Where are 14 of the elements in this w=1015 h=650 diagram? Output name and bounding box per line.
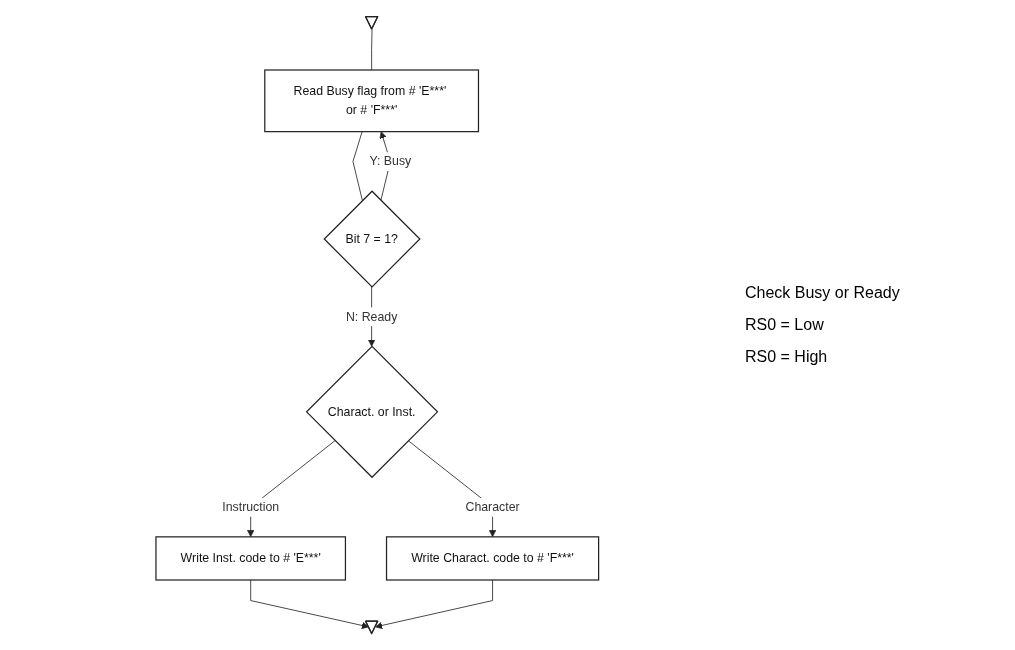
node-box: Read Busy flag from # 'E***' or # 'F***' [264, 69, 480, 133]
node-diamond: Charact. or Inst. [305, 345, 439, 479]
node-box: Write Charact. code to # 'F***' [386, 536, 600, 581]
edge-label: N: Ready [346, 309, 398, 323]
note-label: Check Busy or Ready [745, 284, 900, 302]
connector [352, 131, 363, 201]
connector [371, 28, 373, 71]
note-label: RS0 = High [745, 348, 828, 366]
node-box: Write Inst. code to # 'E***' [155, 536, 347, 581]
node-diamond: Bit 7 = 1? [323, 190, 421, 288]
edge-label: Character [465, 499, 520, 514]
note-label: RS0 = Low [745, 316, 824, 334]
edge-label: Y: Busy [369, 153, 412, 168]
edge-label: Instruction [222, 499, 280, 514]
